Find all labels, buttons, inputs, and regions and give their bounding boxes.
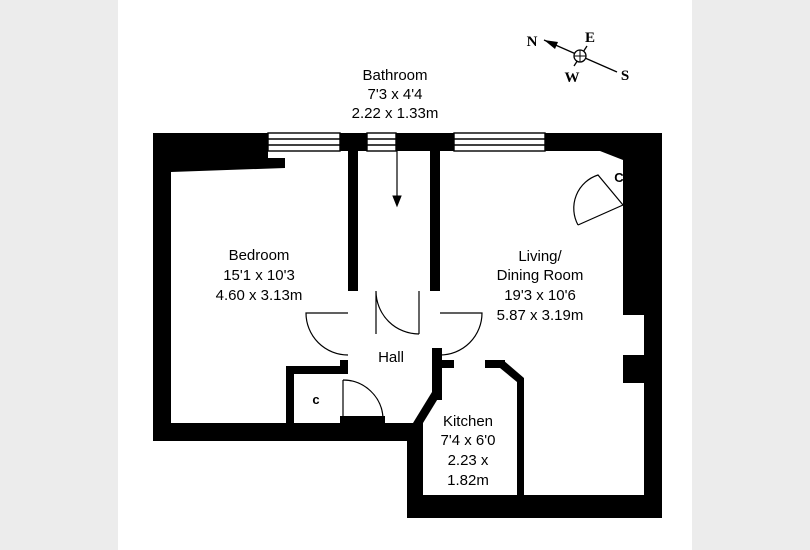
living-name-line1: Living/ [518,248,562,265]
compass-w: W [565,70,580,86]
living-door [439,312,483,356]
living-cupboard-door [573,174,624,226]
hall-name: Hall [378,349,404,366]
living-cupboard-label: C [614,170,624,185]
bedroom-door [305,312,349,356]
kitchen-metric-line1: 2.23 x [448,452,489,469]
bedroom-metric: 4.60 x 3.13m [216,287,303,304]
kitchen-metric-line2: 1.82m [447,472,489,489]
bedroom-name: Bedroom [229,247,290,264]
outer-walls [153,133,662,518]
bathroom-metric: 2.22 x 1.33m [352,105,439,122]
compass-s: S [621,68,629,84]
living-name-line2: Dining Room [497,267,584,284]
kitchen-imperial: 7'4 x 6'0 [441,432,496,449]
living-imperial: 19'3 x 10'6 [504,287,576,304]
floor-plan-sheet [118,0,692,550]
cupboard-label: c [312,392,319,407]
cupboard-door [342,379,384,419]
doors [305,174,624,419]
bathroom-imperial: 7'3 x 4'4 [368,86,423,103]
windows [267,132,546,152]
living-metric: 5.87 x 3.19m [497,307,584,324]
bathroom-name: Bathroom [362,67,427,84]
compass-e: E [585,30,595,46]
room-labels: Bathroom 7'3 x 4'4 2.22 x 1.33m Bedroom … [216,67,625,489]
bathroom-door [375,290,420,335]
compass-rose: N E W S [527,30,630,86]
interior-walls [286,151,524,495]
bedroom-imperial: 15'1 x 10'3 [223,267,295,284]
compass-n: N [527,34,538,50]
kitchen-name: Kitchen [443,413,493,430]
bathroom-arrow [392,133,402,208]
